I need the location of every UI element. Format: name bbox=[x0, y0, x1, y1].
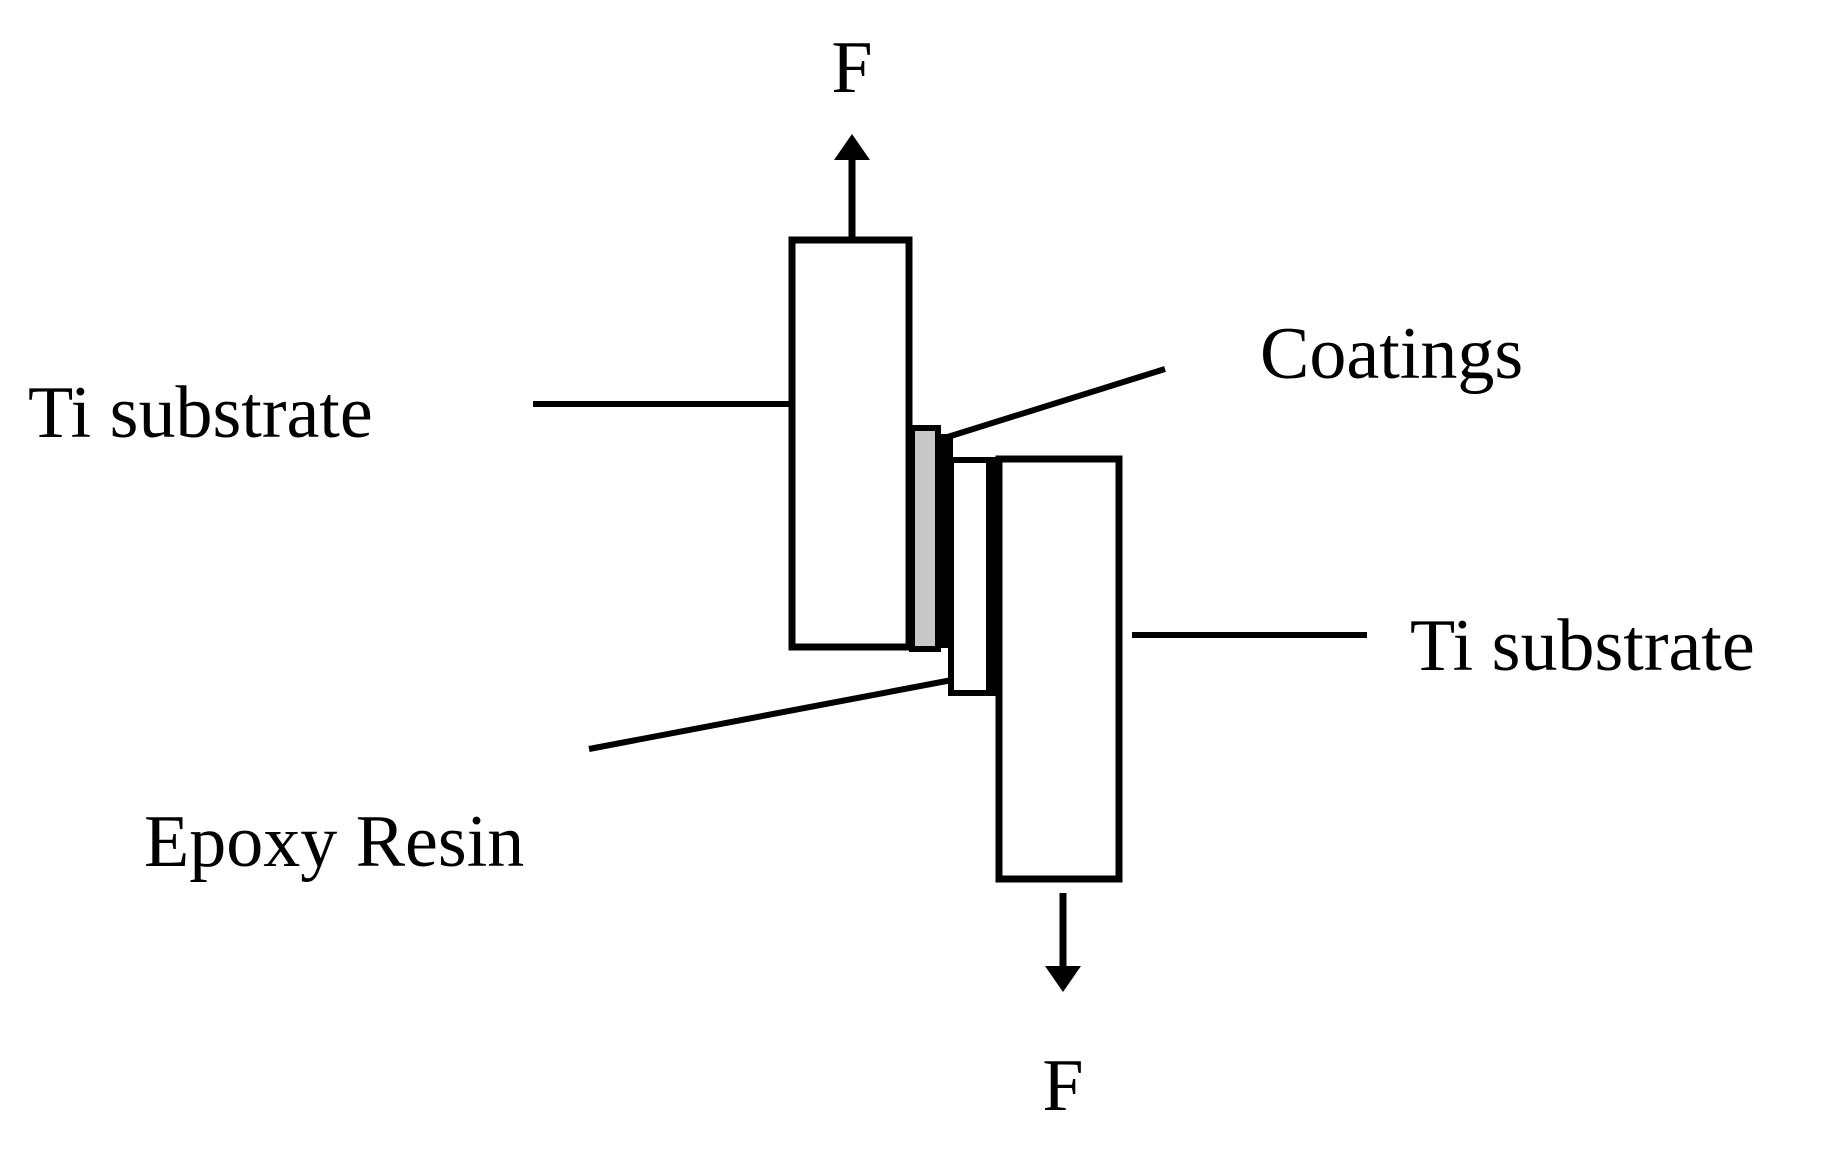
force-label-top: F bbox=[831, 27, 872, 109]
label-epoxy-resin: Epoxy Resin bbox=[144, 801, 524, 883]
label-coatings: Coatings bbox=[1260, 313, 1523, 395]
force-label-bottom: F bbox=[1042, 1045, 1083, 1127]
label-ti-substrate-right: Ti substrate bbox=[1410, 605, 1755, 687]
ti-substrate-lower bbox=[995, 455, 1123, 883]
leader-coatings bbox=[937, 366, 1166, 443]
force-arrow-up bbox=[834, 134, 870, 238]
force-arrow-down-head bbox=[1045, 966, 1081, 992]
coating-layer bbox=[909, 425, 941, 652]
ti-substrate-upper bbox=[788, 236, 913, 651]
force-arrow-up-head bbox=[834, 134, 870, 160]
leader-epoxy-resin bbox=[588, 677, 953, 752]
label-ti-substrate-left: Ti substrate bbox=[28, 372, 373, 454]
force-arrow-down bbox=[1045, 893, 1081, 992]
